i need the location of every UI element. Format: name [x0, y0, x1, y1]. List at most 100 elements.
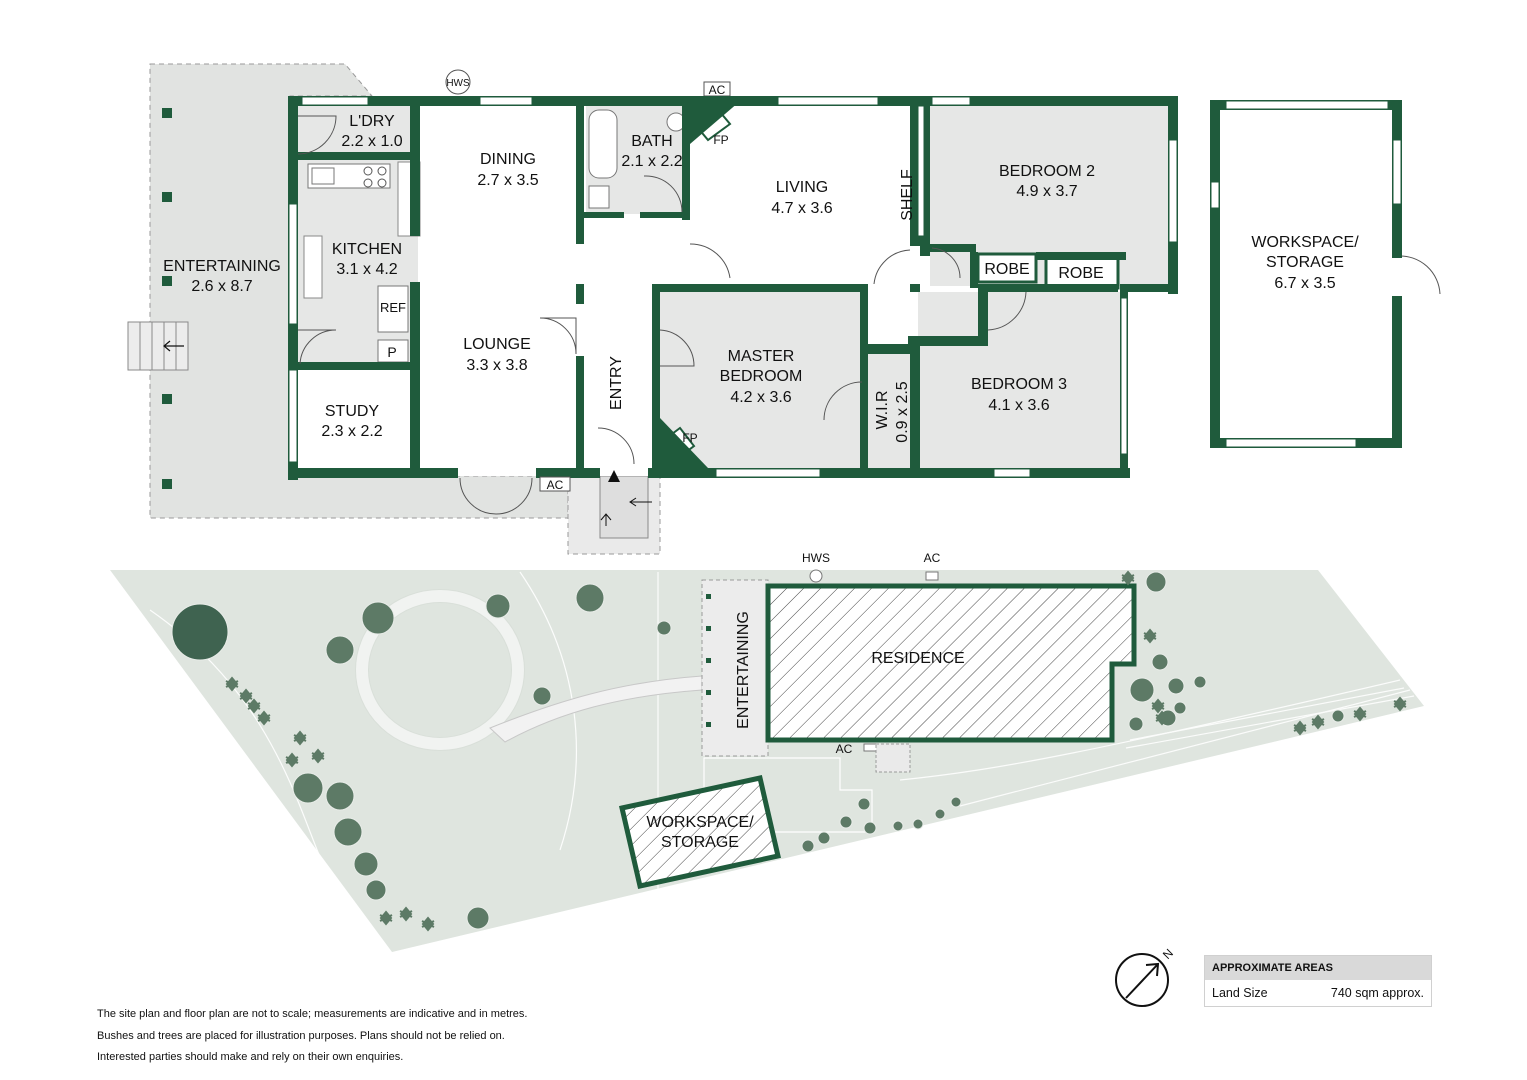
approximate-areas-table: APPROXIMATE AREAS Land Size 740 sqm appr… [1204, 955, 1432, 1007]
areas-heading: APPROXIMATE AREAS [1205, 956, 1431, 980]
ac-top-label: AC [709, 83, 726, 97]
workspace-window [1392, 139, 1402, 205]
disclaimer-line: Bushes and trees are placed for illustra… [97, 1029, 505, 1042]
dining-name: DINING [480, 151, 536, 168]
shrub-icon [311, 748, 325, 764]
laundry-size: 2.2 x 1.0 [341, 133, 402, 150]
wir-label: W.I.R [874, 390, 891, 429]
workspace-footprint [618, 775, 782, 889]
tree-icon [333, 817, 363, 847]
site-entry-landing [875, 743, 911, 773]
residence-footprint [765, 583, 1137, 743]
tree-icon [839, 815, 853, 829]
bedroom3-name: BEDROOM 3 [971, 376, 1067, 393]
land-size-row: Land Size 740 sqm approx. [1205, 980, 1431, 1006]
tree-icon [817, 831, 831, 845]
circular-driveway [356, 590, 524, 750]
tree-icon [1167, 677, 1185, 695]
workspace-size: 6.7 x 3.5 [1274, 275, 1335, 292]
sink-icon [311, 167, 335, 185]
shrub-icon [1155, 710, 1169, 726]
entry-arrow-icon [608, 470, 620, 482]
entry-porch [599, 475, 649, 539]
workspace-window [1225, 438, 1357, 448]
shrub-icon [285, 752, 299, 768]
robe-2-label: ROBE [1058, 265, 1103, 282]
robe-1-label: ROBE [984, 261, 1029, 278]
tree-icon [575, 583, 605, 613]
tree-icon [863, 821, 877, 835]
compass: N [1115, 946, 1176, 1007]
site-hws-label: HWS [802, 551, 830, 565]
ac-box [539, 476, 571, 492]
shrub-icon [1353, 706, 1367, 722]
shrub-icon [379, 910, 393, 926]
living-size: 4.7 x 3.6 [771, 200, 832, 217]
bedroom2-size: 4.9 x 3.7 [1016, 183, 1077, 200]
laundry-floor [298, 106, 418, 154]
site-entertaining [701, 579, 769, 757]
site-ac-top-label: AC [924, 551, 941, 565]
workspace-floor [1212, 102, 1400, 446]
ac-bottom-label: AC [547, 478, 564, 492]
master-name-line1: MASTER [728, 348, 795, 365]
site-ac-side-label: AC [836, 742, 853, 756]
shrub-icon [1393, 696, 1407, 712]
entertaining-size: 2.6 x 8.7 [191, 278, 252, 295]
tree-icon [892, 820, 904, 832]
chimney-wall [660, 418, 708, 468]
step-arrow-icon [163, 340, 184, 352]
tree-icon [801, 839, 815, 853]
laundry-name: L'DRY [349, 113, 395, 130]
kitchen-side-bench [303, 235, 323, 299]
shelf-label: SHELF [899, 169, 916, 221]
tree-icon [1128, 716, 1144, 732]
workspace-window [1210, 181, 1220, 209]
pantry-label: P [387, 344, 396, 360]
shrub-icon [1143, 628, 1157, 644]
shrub-icon [421, 916, 435, 932]
site-deck-posts [706, 594, 711, 727]
tree-icon [485, 593, 511, 619]
study-size: 2.3 x 2.2 [321, 423, 382, 440]
shrub-icon [257, 710, 271, 726]
tree-icon [1173, 701, 1187, 715]
shrub-icon [1311, 714, 1325, 730]
site-hws-icon [809, 569, 823, 583]
land-size-value: 740 sqm approx. [1330, 986, 1424, 1000]
driveway-edge [355, 589, 525, 751]
fridge-space [377, 285, 409, 333]
tree-icon [1145, 571, 1167, 593]
shrub-icon [239, 688, 253, 704]
hws-icon [445, 69, 471, 95]
trees-and-shrubs [171, 570, 1407, 932]
tree-icon [857, 797, 871, 811]
burner-icon [377, 166, 387, 176]
tree-icon [325, 781, 355, 811]
tree-icon [934, 808, 946, 820]
wir-floor [868, 354, 912, 468]
tree-icon [325, 635, 355, 665]
wir-size-label: 0.9 x 2.5 [894, 381, 911, 442]
shrub-icon [1151, 698, 1165, 714]
tree-icon [353, 851, 379, 877]
fp-living-label: FP [713, 133, 728, 147]
bedroom2-name: BEDROOM 2 [999, 163, 1095, 180]
tree-icon [1129, 677, 1155, 703]
ref-label: REF [380, 300, 406, 315]
bathtub-icon [588, 109, 618, 179]
dining-size: 2.7 x 3.5 [477, 172, 538, 189]
lounge-name: LOUNGE [463, 336, 531, 353]
burner-icon [363, 178, 373, 188]
room-labels: L'DRY 2.2 x 1.0 DINING 2.7 x 3.5 BATH 2.… [163, 78, 1359, 492]
site-labels: RESIDENCE ENTERTAINING WORKSPACE/ STORAG… [646, 551, 964, 851]
shrub-icon [399, 906, 413, 922]
disclaimer: The site plan and floor plan are not to … [97, 1004, 527, 1069]
toilet-icon [588, 185, 610, 209]
master-floor [660, 292, 860, 468]
kitchen-size: 3.1 x 4.2 [336, 261, 397, 278]
tree-icon [950, 796, 962, 808]
entry-arrow-icon [600, 513, 612, 526]
bath-size: 2.1 x 2.2 [621, 153, 682, 170]
